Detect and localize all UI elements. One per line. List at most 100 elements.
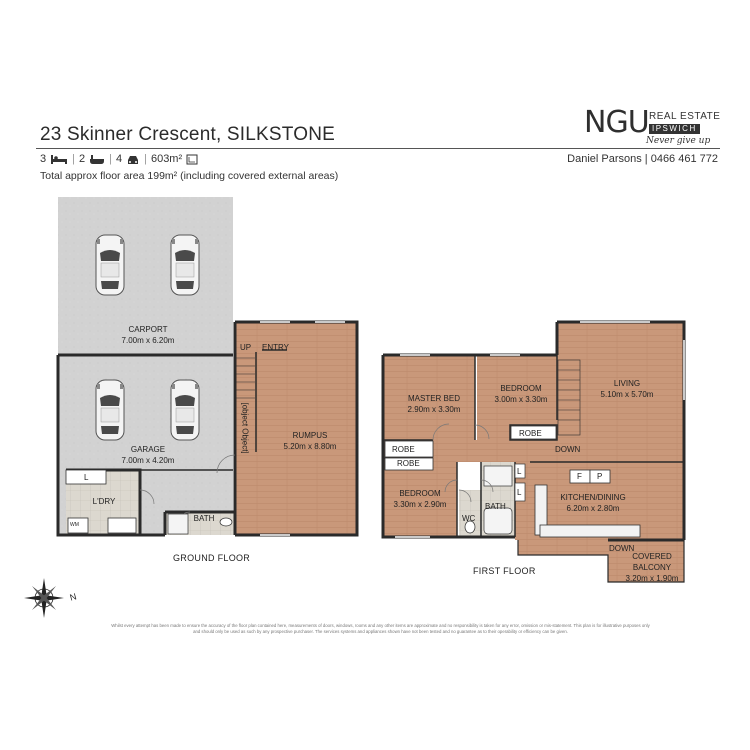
- balcony-name-1: COVERED: [632, 552, 672, 561]
- first-floor: [381, 320, 686, 583]
- master-bed-name: MASTER BED: [407, 394, 460, 403]
- master-bed-floor: [383, 355, 475, 440]
- linen-label-1: L: [517, 467, 522, 476]
- wc-floor: [459, 490, 481, 537]
- rumpus-label: RUMPUS 5.20m x 8.80m: [270, 430, 350, 452]
- ground-floor-title: GROUND FLOOR: [173, 553, 251, 563]
- robe-bedroom1-label: ROBE: [519, 429, 542, 438]
- disclaimer: Whilst every attempt has been made to en…: [111, 623, 650, 634]
- bedroom1-dims: 3.00m x 3.30m: [494, 395, 548, 404]
- first-stairs: [557, 359, 581, 436]
- ground-bath-label: BATH: [193, 514, 215, 523]
- carport-dims: 7.00m x 6.20m: [121, 336, 175, 345]
- master-bed-dims: 2.90m x 3.30m: [407, 405, 461, 414]
- rumpus-floor: [235, 322, 357, 535]
- kitchen-pantry: [589, 469, 611, 484]
- shower-first: [483, 465, 513, 487]
- property-address: 23 Skinner Crescent, SILKSTONE: [40, 124, 335, 145]
- car-count: 4: [115, 153, 123, 165]
- carport-name: CARPORT: [128, 325, 168, 334]
- vanity-basin: [219, 517, 233, 527]
- car-icon: [95, 379, 125, 441]
- balcony-dims: 3.20m x 1.90m: [625, 574, 679, 583]
- balcony-strip: [518, 540, 608, 555]
- bedroom2-label: BEDROOM 3.30m x 2.90m: [380, 488, 460, 510]
- bathrooms-count: 2: [78, 153, 86, 165]
- property-stats: 3 | 2 | 4 | 603m²: [40, 153, 198, 165]
- bedroom2-floor: [383, 462, 457, 537]
- kitchen-dims: 6.20m x 2.80m: [566, 504, 620, 513]
- living-name: LIVING: [613, 379, 641, 388]
- carport-label: CARPORT 7.00m x 6.20m: [108, 324, 188, 346]
- kitchen-label: KITCHEN/DINING 6.20m x 2.80m: [548, 492, 638, 514]
- shower: [167, 513, 189, 535]
- kitchen-name: KITCHEN/DINING: [560, 493, 626, 502]
- garage-label: GARAGE 7.00m x 4.20m: [108, 444, 188, 466]
- car-icon: [95, 234, 125, 296]
- up-label: UP: [240, 343, 252, 352]
- balcony-floor: [608, 540, 684, 582]
- logo-location: IPSWICH: [649, 124, 700, 134]
- bedroom2-dims: 3.30m x 2.90m: [393, 500, 447, 509]
- fridge-label: F: [577, 472, 582, 481]
- car-icon: [126, 154, 140, 165]
- header-divider: [36, 148, 720, 149]
- robe-master-label: ROBE: [392, 445, 415, 454]
- land-icon: [186, 154, 198, 165]
- logo-brand: NGU: [584, 105, 650, 140]
- ground-floor: [56, 197, 359, 537]
- bedroom1-name: BEDROOM: [500, 384, 542, 393]
- living-floor: [557, 322, 684, 462]
- first-walls: [381, 320, 686, 542]
- bedroom2-name: BEDROOM: [399, 489, 441, 498]
- first-floor-title: FIRST FLOOR: [473, 566, 536, 576]
- robe-master: [384, 440, 434, 458]
- balcony-name-2: BALCONY: [632, 563, 672, 572]
- down-label-stairs: DOWN: [555, 445, 581, 454]
- carport-floor: [58, 197, 233, 355]
- logo-tagline: Never give up: [646, 136, 711, 146]
- ground-stairs: [236, 357, 255, 399]
- robe-bedroom2-label: ROBE: [397, 459, 420, 468]
- kitchen-counter: [539, 524, 641, 538]
- washing-machine: [67, 517, 89, 534]
- laundry-linen: [65, 469, 107, 485]
- bed-icon: [50, 154, 68, 165]
- bath-icon: [89, 154, 105, 165]
- down-label-balcony: DOWN: [609, 544, 635, 553]
- bedroom1-label: BEDROOM 3.00m x 3.30m: [481, 383, 561, 405]
- brand-logo: NGU REAL ESTATE IPSWICH Never give up: [584, 108, 720, 150]
- land-size: 603m²: [150, 153, 183, 165]
- bathtub: [483, 507, 513, 535]
- rumpus-name: RUMPUS: [292, 431, 328, 440]
- robe-bedroom2: [384, 457, 434, 471]
- laundry-linen-label: L: [84, 473, 89, 482]
- agent-contact: Daniel Parsons | 0466 461 772: [567, 153, 718, 165]
- bedrooms-count: 3: [40, 153, 47, 165]
- car-icon: [170, 379, 200, 441]
- first-windows: [395, 321, 685, 538]
- ground-walls: [56, 320, 359, 537]
- storage-label: [object Object]: [240, 402, 250, 454]
- floor-area-note: Total approx floor area 199m² (including…: [40, 170, 339, 182]
- wm-label: WM: [70, 522, 79, 528]
- living-dims: 5.10m x 5.70m: [600, 390, 654, 399]
- garage-dims: 7.00m x 4.20m: [121, 456, 175, 465]
- linen-label-2: L: [517, 488, 522, 497]
- living-label: LIVING 5.10m x 5.70m: [587, 378, 667, 400]
- linen-cupboard-1: [514, 463, 526, 479]
- toilet: [464, 520, 476, 534]
- garage-name: GARAGE: [130, 445, 166, 454]
- ground-windows: [260, 321, 345, 536]
- laundry-label: L'DRY: [92, 497, 116, 506]
- robe-bedroom1: [510, 425, 557, 440]
- entry-label: ENTRY: [262, 343, 289, 352]
- pantry-label: P: [597, 472, 603, 481]
- balcony-label: COVERED BALCONY 3.20m x 1.90m: [612, 551, 692, 584]
- wc-label: WC: [462, 514, 476, 523]
- balcony-outline: [517, 540, 685, 583]
- first-doors: [432, 423, 494, 503]
- master-bed-label: MASTER BED 2.90m x 3.30m: [394, 393, 474, 415]
- first-bath-label: BATH: [485, 502, 506, 511]
